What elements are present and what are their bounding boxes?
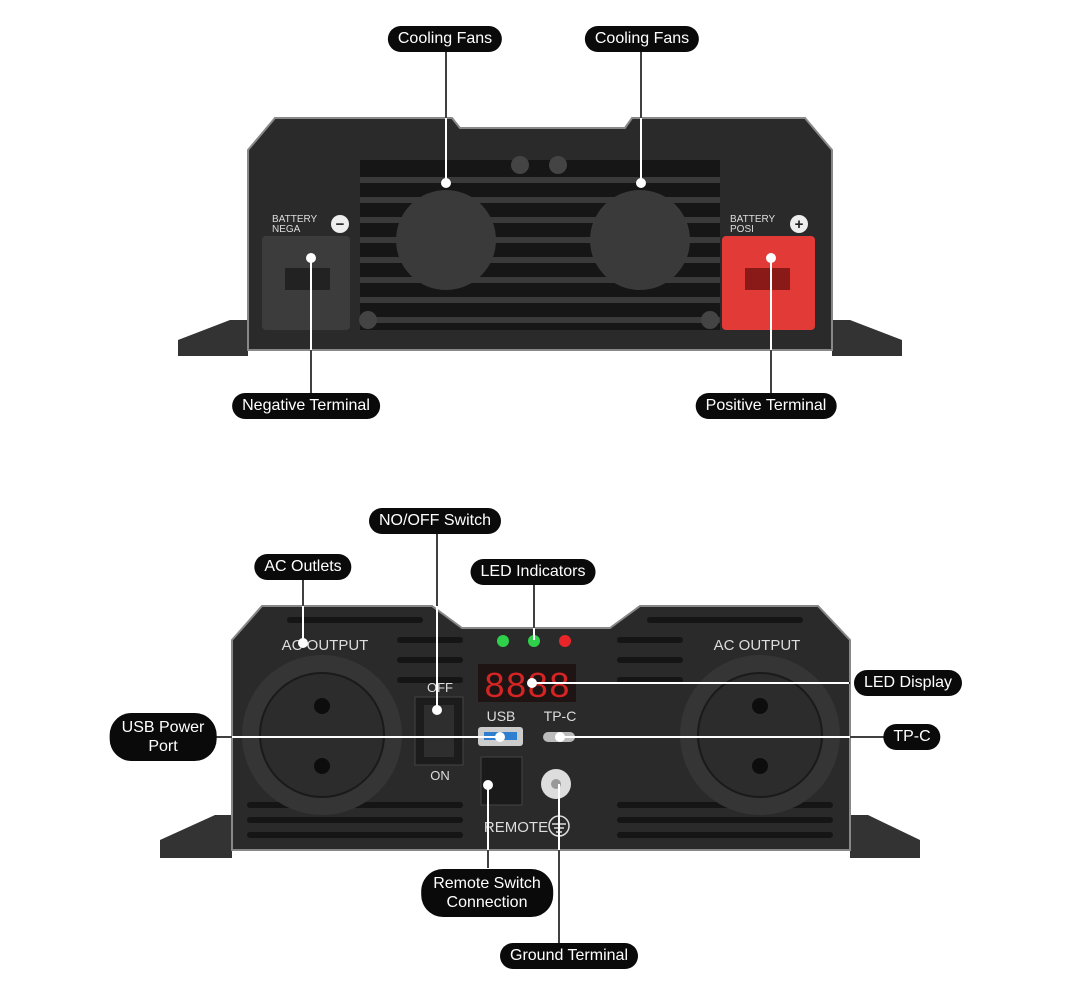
battery-positive-label-2: POSI xyxy=(730,224,754,235)
switch-off-label: OFF xyxy=(427,680,453,695)
switch-on-label: ON xyxy=(430,768,450,783)
led-battery xyxy=(497,635,509,647)
callout-tp-c: TP-C xyxy=(883,724,941,750)
minus-icon xyxy=(331,215,349,233)
svg-text:−: − xyxy=(336,216,345,233)
callout-ground-terminal: Ground Terminal xyxy=(500,943,638,969)
callout-usb-power-port: USB Power Port xyxy=(109,713,217,761)
callout-led-display: LED Display xyxy=(853,670,963,696)
led-fault xyxy=(559,635,571,647)
usb-label: USB xyxy=(487,708,516,724)
callout-negative-terminal: Negative Terminal xyxy=(232,393,380,419)
callout-cooling-fans-left: Cooling Fans xyxy=(387,26,503,52)
inverter-top-view: BATTERY NEGA − BATTERY POSI + xyxy=(178,117,902,356)
ac-output-label-right: AC OUTPUT xyxy=(714,637,801,654)
svg-text:+: + xyxy=(795,216,804,233)
callout-ac-outlets: AC Outlets xyxy=(254,554,352,580)
callout-led-indicators: LED Indicators xyxy=(470,559,596,585)
inverter-front-view: AC OUTPUT AC OUTPUT OFF ON 8888 USB TP-C… xyxy=(160,605,920,858)
remote-label: REMOTE xyxy=(484,819,548,836)
callout-usb-line1: USB Power xyxy=(121,719,205,736)
callout-remote-line1: Remote Switch xyxy=(433,875,541,892)
callout-remote-switch-connection: Remote Switch Connection xyxy=(421,869,553,917)
callout-remote-line2: Connection xyxy=(446,894,528,911)
callout-cooling-fans-right: Cooling Fans xyxy=(584,26,700,52)
callout-usb-line2: Port xyxy=(148,738,178,755)
callout-positive-terminal: Positive Terminal xyxy=(695,393,837,419)
battery-negative-label: BATTERY xyxy=(272,214,318,225)
tpc-label: TP-C xyxy=(544,708,577,724)
cooling-fan-right xyxy=(590,190,690,290)
led-display-digits: 8888 xyxy=(484,667,570,708)
battery-negative-label-2: NEGA xyxy=(272,224,301,235)
battery-positive-label: BATTERY xyxy=(730,214,776,225)
ac-output-label-left: AC OUTPUT xyxy=(282,637,369,654)
led-charge xyxy=(528,635,540,647)
plus-icon xyxy=(790,215,808,233)
callout-on-off-switch: NO/OFF Switch xyxy=(368,508,502,534)
front-leader-lines xyxy=(216,534,885,944)
cooling-fan-left xyxy=(396,190,496,290)
